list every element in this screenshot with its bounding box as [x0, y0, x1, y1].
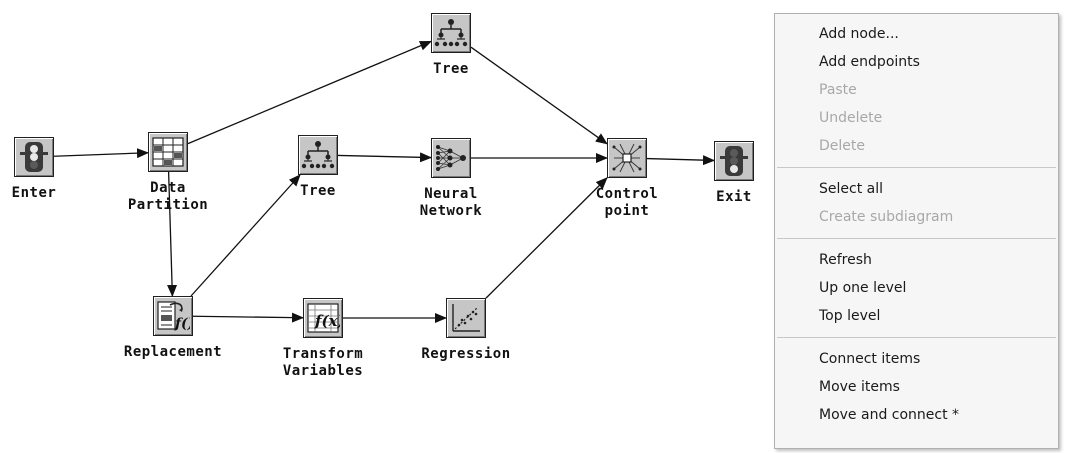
menu-item-undelete: Undelete: [819, 110, 883, 126]
connection-replacement-to-transform_variables[interactable]: [192, 312, 304, 323]
node-label-control-point: Control point: [595, 186, 659, 219]
node-label-data-partition: Data Partition: [127, 180, 209, 213]
control-point-node[interactable]: Control point: [596, 138, 658, 219]
svg-text:f(x): f(x): [314, 312, 340, 330]
process-flow-diagram[interactable]: Enter Data Partition: [0, 0, 770, 453]
replacement-function-icon: f(): [157, 301, 190, 332]
menu-item-up-one-level[interactable]: Up one level: [819, 280, 907, 296]
neural-network-node[interactable]: Neural Network: [420, 138, 482, 219]
node-label-enter: Enter: [11, 185, 57, 201]
diagram-connections: [53, 40, 715, 323]
connection-tree_top-to-control_point[interactable]: [470, 46, 608, 145]
neural-network-icon: [436, 145, 466, 171]
menu-item-add-node[interactable]: Add node...: [819, 26, 899, 42]
tree-node-middle[interactable]: Tree: [298, 135, 338, 199]
menu-item-create-subdiagram: Create subdiagram: [819, 209, 954, 225]
node-label-tree-top: Tree: [433, 61, 469, 77]
transform-variables-node[interactable]: f(x) Transform Variables: [283, 298, 363, 379]
node-label-exit: Exit: [716, 189, 752, 205]
tree-node-top[interactable]: Tree: [431, 13, 471, 77]
transform-variables-icon: f(x): [307, 303, 340, 333]
connection-tree_mid-to-neural_network[interactable]: [337, 152, 432, 163]
connection-regression-to-control_point[interactable]: [485, 177, 608, 299]
menu-item-refresh[interactable]: Refresh: [819, 252, 872, 268]
connection-replacement-to-tree_mid[interactable]: [190, 174, 301, 297]
node-label-regression: Regression: [421, 346, 511, 362]
regression-icon: [452, 304, 480, 332]
data-partition-icon: [152, 137, 184, 167]
exit-node[interactable]: Exit: [714, 141, 754, 205]
menu-item-paste: Paste: [819, 82, 857, 98]
connection-control_point-to-exit[interactable]: [646, 155, 715, 166]
menu-separator: [777, 167, 1056, 168]
control-point-icon: [612, 143, 642, 173]
regression-node[interactable]: Regression: [421, 298, 510, 362]
enter-node[interactable]: Enter: [12, 137, 56, 201]
traffic-light-icon: [720, 146, 748, 176]
node-label-neural-network: Neural Network: [419, 186, 483, 219]
menu-item-move-items[interactable]: Move items: [819, 379, 900, 395]
menu-item-connect-items[interactable]: Connect items: [819, 351, 921, 367]
connection-data_partition-to-tree_top[interactable]: [187, 40, 432, 145]
menu-item-select-all[interactable]: Select all: [819, 181, 883, 197]
data-partition-node[interactable]: Data Partition: [128, 132, 208, 213]
decision-tree-icon: [434, 19, 468, 47]
node-label-transform-variables: Transform Variables: [282, 346, 364, 379]
connection-data_partition-to-replacement[interactable]: [167, 171, 178, 297]
svg-text:f(): f(): [174, 316, 190, 332]
menu-separator: [777, 337, 1056, 338]
node-label-tree-middle: Tree: [300, 183, 336, 199]
decision-tree-icon: [301, 141, 335, 169]
menu-item-move-and-connect[interactable]: Move and connect *: [819, 407, 960, 423]
connection-enter-to-data_partition[interactable]: [53, 148, 149, 159]
replacement-node[interactable]: f() Replacement: [124, 296, 222, 360]
menu-item-delete: Delete: [819, 138, 865, 154]
traffic-light-icon: [20, 142, 48, 172]
menu-item-top-level[interactable]: Top level: [819, 308, 881, 324]
menu-separator: [777, 238, 1056, 239]
menu-item-add-endpoints[interactable]: Add endpoints: [819, 54, 920, 70]
node-label-replacement: Replacement: [123, 344, 223, 360]
